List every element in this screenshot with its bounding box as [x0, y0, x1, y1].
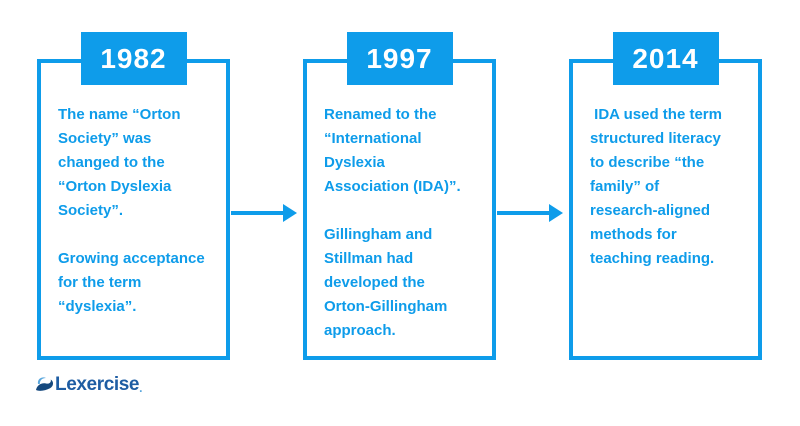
timeline-card-1982: 1982 The name “Orton Society” was change… [37, 32, 230, 360]
card-paragraph: Gillingham and Stillman had developed th… [324, 226, 448, 339]
year-badge-1982: 1982 [80, 32, 187, 85]
card-paragraph: Growing acceptance for the term “dyslexi… [58, 250, 205, 315]
arrow-head [283, 204, 297, 222]
arrow-line [497, 211, 551, 215]
arrow-head [549, 204, 563, 222]
year-badge-1997: 1997 [346, 32, 453, 85]
timeline-card-2014: 2014 IDA used the term structured litera… [569, 32, 762, 360]
arrow-line [231, 211, 285, 215]
year-badge-2014: 2014 [612, 32, 719, 85]
timeline-card-1997: 1997 Renamed to the “International Dysle… [303, 32, 496, 360]
logo-dot: . [139, 381, 143, 395]
lexercise-logo: Lexercise . [35, 372, 142, 398]
card-paragraph: Renamed to the “International Dyslexia A… [324, 106, 461, 195]
card-body: The name “Orton Society” was changed to … [41, 63, 226, 319]
card-body: IDA used the term structured literacy to… [573, 63, 758, 271]
logo-wordmark: Lexercise [55, 374, 140, 395]
card-body: Renamed to the “International Dyslexia A… [307, 63, 492, 343]
card-paragraph: IDA used the term structured literacy to… [590, 106, 722, 267]
lexercise-swoosh-icon [35, 375, 57, 400]
card-paragraph: The name “Orton Society” was changed to … [58, 106, 181, 219]
